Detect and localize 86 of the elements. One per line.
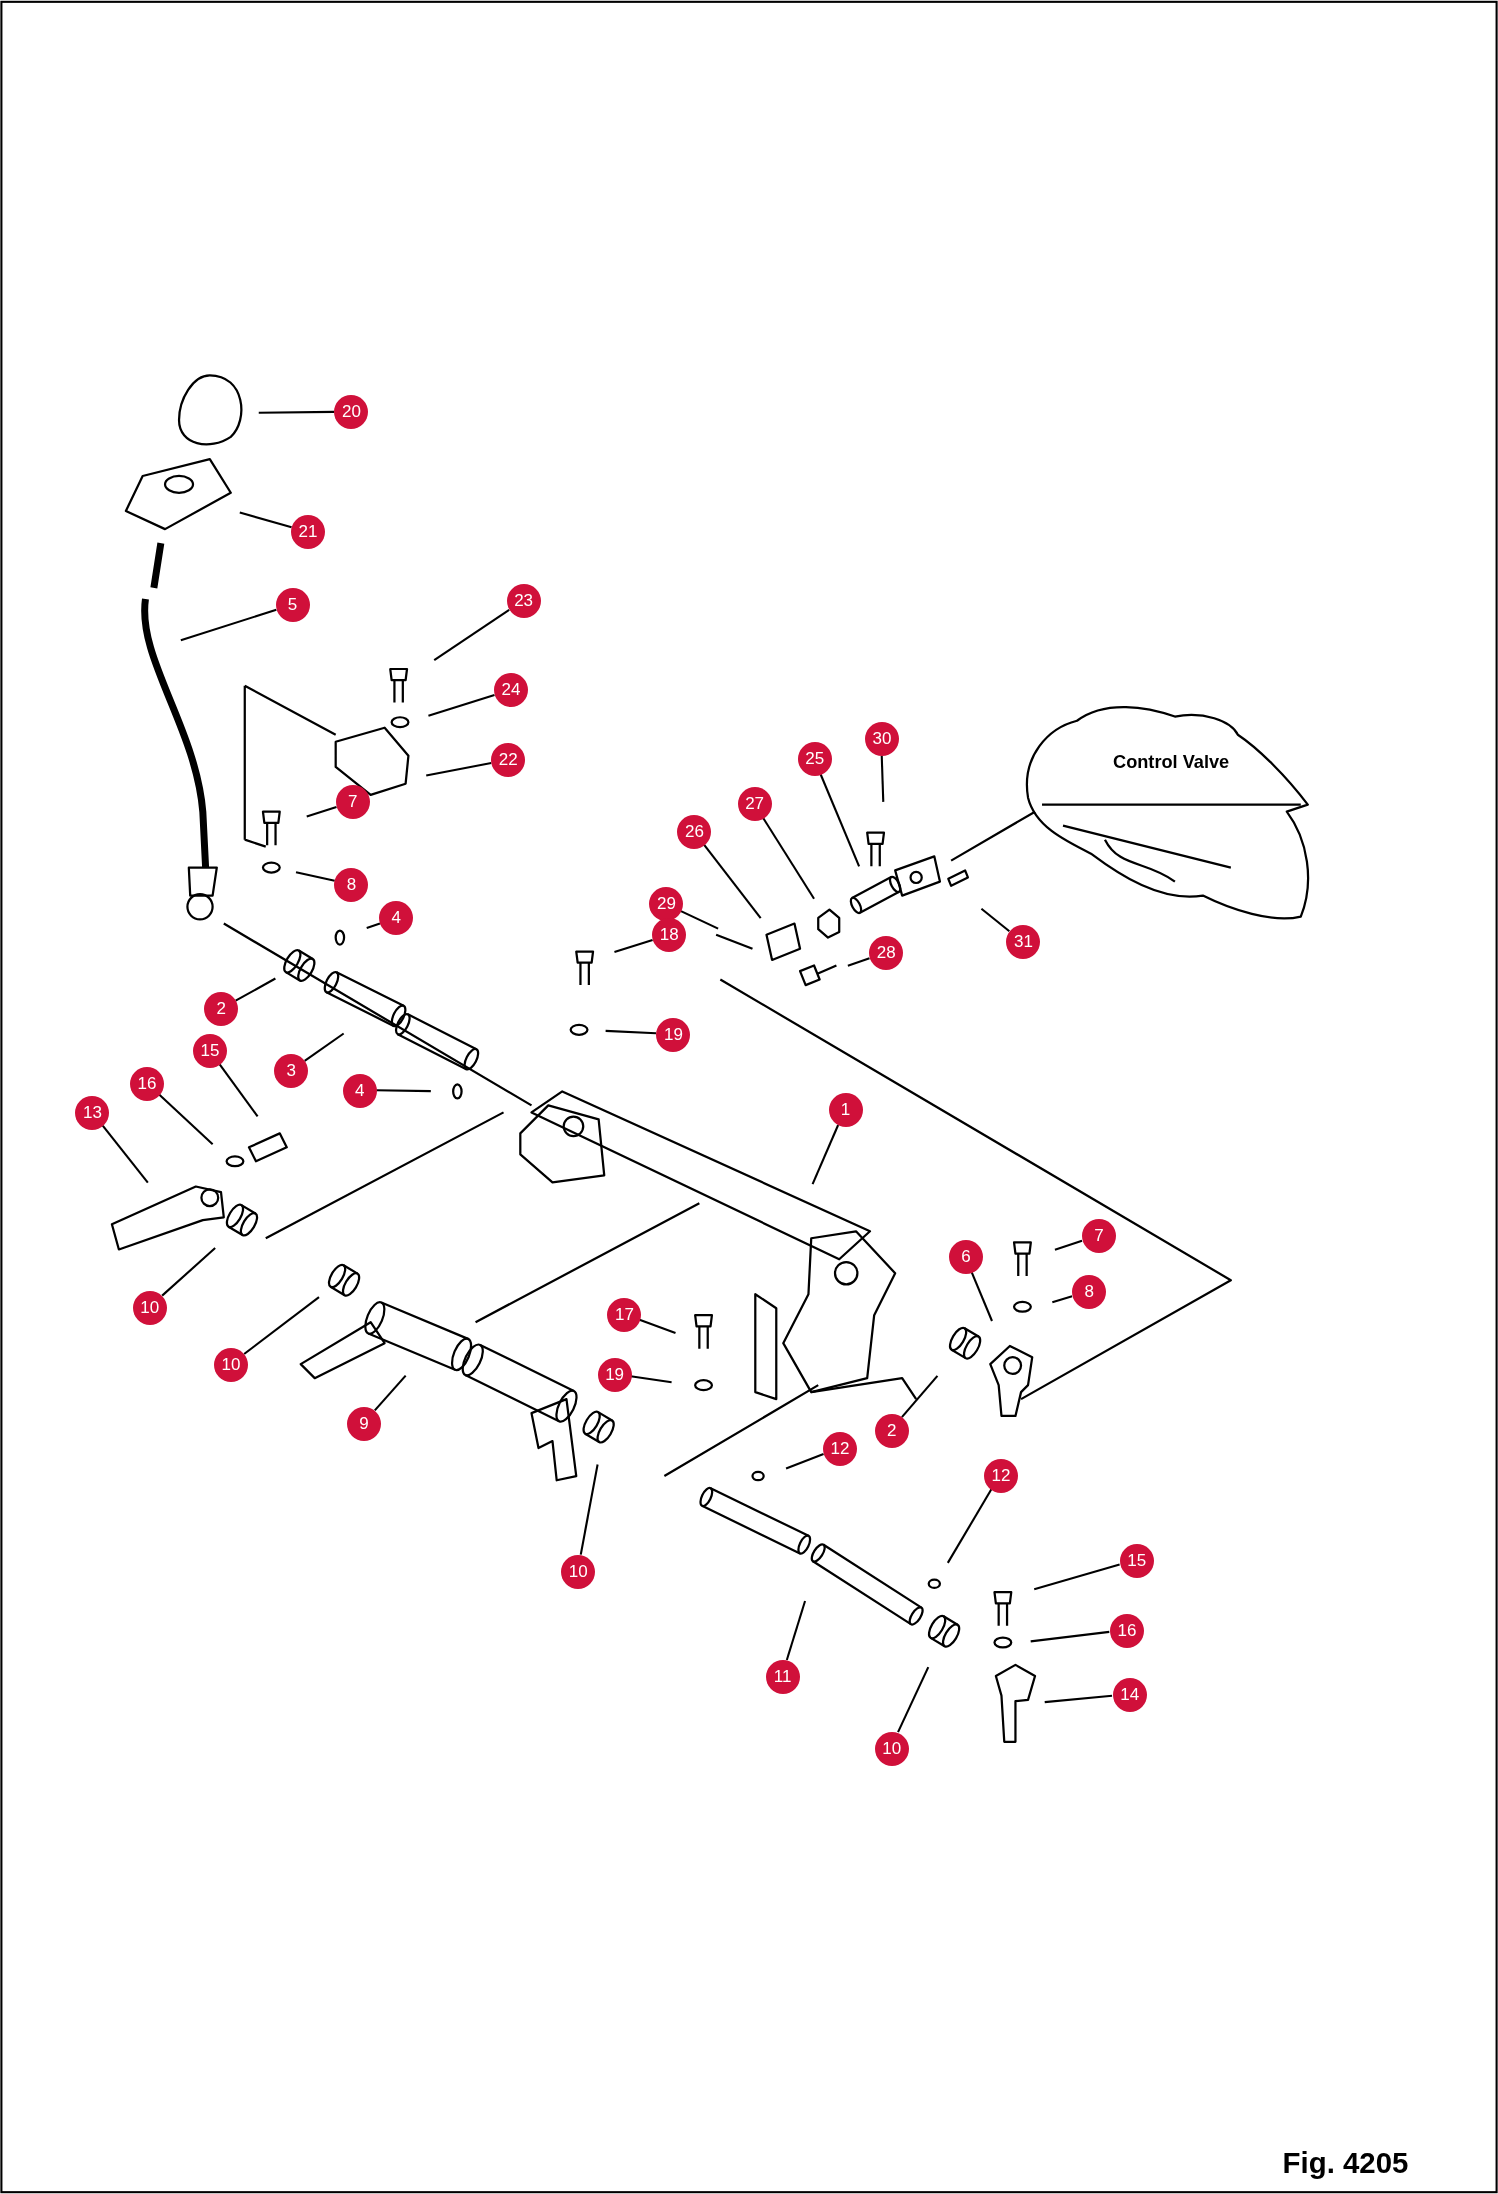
callout-number: 18 (652, 918, 687, 953)
leader-line (1052, 1295, 1073, 1304)
leader-line (811, 1124, 840, 1185)
callout-number: 16 (1110, 1614, 1144, 1648)
callout-number: 2 (874, 1413, 909, 1448)
leader-line (426, 762, 492, 777)
callout-number: 4 (342, 1073, 377, 1108)
leader-line (243, 1296, 320, 1355)
callout-number: 31 (1006, 925, 1041, 960)
callout-number: 10 (561, 1555, 596, 1590)
leader-line (880, 755, 885, 802)
leader-line (1054, 1239, 1083, 1251)
callout-number: 24 (494, 673, 528, 708)
leader-line (374, 1374, 407, 1412)
leader-line (428, 694, 495, 717)
leader-line (101, 1124, 149, 1184)
callout-number: 22 (491, 743, 526, 778)
leader-line (158, 1093, 214, 1145)
figure-caption: Fig. 4205 (1282, 2146, 1409, 2181)
callout-number: 14 (1112, 1678, 1147, 1713)
callout-number: 10 (214, 1348, 248, 1382)
leader-line (680, 910, 719, 930)
callout-number: 21 (291, 515, 325, 549)
leader-line (376, 1089, 431, 1093)
callout-number: 10 (874, 1731, 909, 1766)
leader-line (180, 608, 277, 642)
callout-number: 19 (656, 1017, 691, 1052)
leader-line (1030, 1630, 1110, 1643)
leader-line (295, 871, 335, 882)
leader-line (946, 1488, 993, 1564)
callout-number: 16 (130, 1066, 164, 1101)
leader-line (703, 843, 762, 919)
leader-line (897, 1666, 930, 1733)
callout-number: 28 (869, 936, 904, 971)
callout-number: 26 (677, 814, 712, 849)
leader-line (761, 816, 815, 900)
leader-line (235, 977, 276, 1002)
part-label: Control Valve (1113, 751, 1230, 773)
callout-number: 7 (335, 785, 370, 820)
leader-line (630, 1375, 672, 1384)
callout-number: 29 (649, 887, 684, 922)
callout-number: 9 (347, 1406, 381, 1441)
leader-line (639, 1318, 676, 1335)
leader-line (901, 1375, 939, 1418)
callout-number: 10 (132, 1290, 167, 1325)
leader-line (161, 1247, 216, 1297)
callout-number: 13 (75, 1096, 110, 1130)
callout-number: 6 (949, 1240, 983, 1275)
callout-number: 7 (1082, 1219, 1116, 1254)
callout-number: 1 (828, 1093, 863, 1128)
callout-number: 19 (597, 1357, 632, 1392)
callout-number: 5 (275, 587, 310, 622)
leader-line (605, 1029, 657, 1035)
leader-line (819, 773, 861, 867)
callout-number: 23 (506, 583, 541, 618)
leader-line (614, 938, 653, 954)
callout-number: 15 (193, 1034, 227, 1069)
callout-number: 12 (823, 1432, 857, 1466)
leader-line (1033, 1563, 1120, 1591)
callout-number: 15 (1119, 1544, 1154, 1578)
leader-line (304, 1032, 345, 1062)
callout-number: 3 (274, 1054, 309, 1088)
callout-number: 12 (984, 1458, 1018, 1493)
leader-line (970, 1271, 993, 1322)
callout-number: 25 (797, 741, 832, 776)
callout-number: 8 (334, 867, 369, 902)
leader-line (433, 608, 510, 661)
callout-number: 4 (379, 901, 414, 936)
leader-line (1044, 1694, 1113, 1704)
leader-line (579, 1464, 599, 1555)
leader-line (306, 805, 337, 818)
leader-line (239, 511, 292, 529)
leader-line (218, 1063, 259, 1118)
leader-line (785, 1600, 807, 1661)
leader-line (258, 410, 335, 414)
leader-line (785, 1453, 824, 1470)
leader-line (980, 907, 1011, 933)
leader-line (847, 957, 870, 967)
callout-number: 8 (1072, 1275, 1107, 1310)
callout-number: 17 (607, 1297, 642, 1332)
leader-line (366, 922, 381, 929)
callout-number: 11 (765, 1660, 800, 1695)
callout-number: 30 (865, 722, 899, 757)
callout-number: 27 (737, 786, 772, 821)
callout-number: 2 (204, 992, 239, 1027)
callout-number: 20 (334, 394, 369, 429)
